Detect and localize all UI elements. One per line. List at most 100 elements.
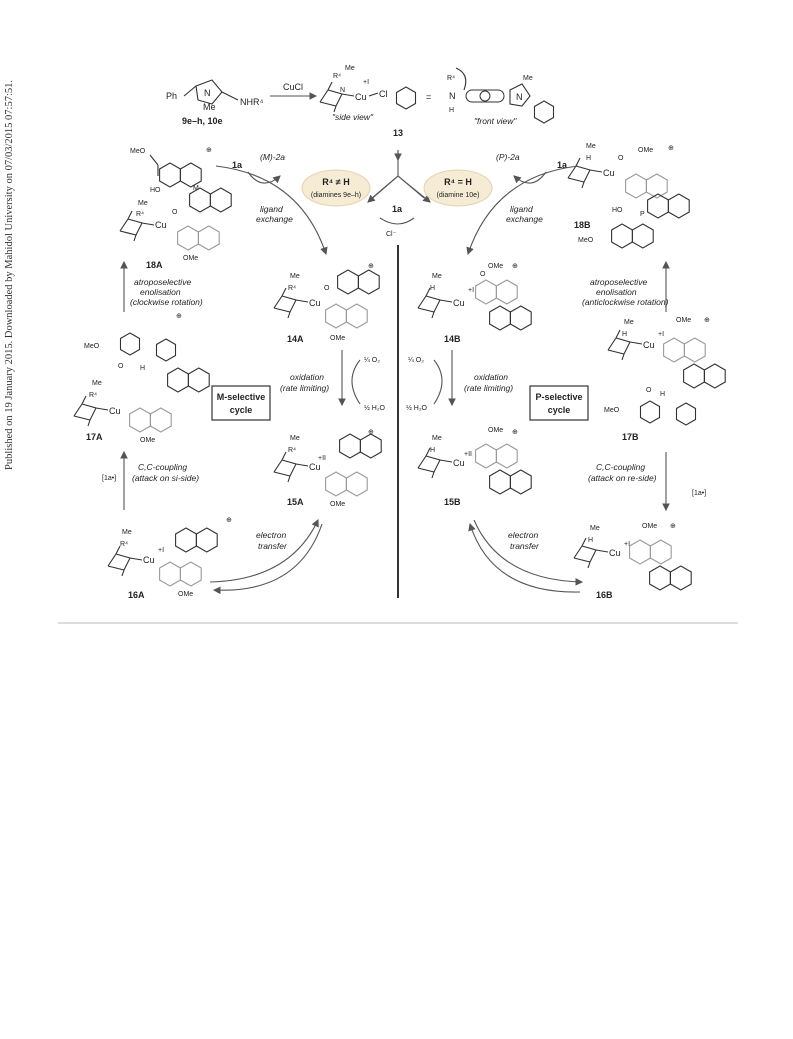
cu-label: Cu	[609, 548, 621, 558]
p-cycle-subtitle: cycle	[548, 405, 571, 415]
charge: ⊕	[368, 429, 374, 436]
r4-label: R⁴	[136, 211, 144, 218]
ho-label: HO	[612, 207, 623, 214]
equals-sign: =	[426, 92, 431, 102]
intermediate-17A: MeO ⊕ O H Me R⁴ Cu OMe 17A	[73, 313, 210, 444]
h-label: H	[588, 537, 593, 544]
axis-label: M	[193, 185, 199, 192]
ho-label: HO	[150, 187, 161, 194]
catalytic-cycle-scheme: Ph N Me NHR⁴ 9e–h, 10e CuCl R⁴ Me N Cu +…	[73, 65, 726, 600]
h-label: H	[660, 391, 665, 398]
et-label-1: electron	[508, 530, 539, 540]
meo-label: MeO	[84, 343, 100, 350]
o-label: O	[172, 209, 178, 216]
nhr-label: NHR⁴	[240, 97, 263, 107]
me-label: Me	[345, 65, 355, 72]
charge: ⊕	[206, 147, 212, 154]
r4-label: R⁴	[447, 75, 455, 82]
me-label: Me	[122, 529, 132, 536]
o-label: O	[118, 363, 124, 370]
me-label: Me	[624, 319, 634, 326]
me-label: Me	[586, 143, 596, 150]
et-label-2: transfer	[258, 541, 288, 551]
left-cycle: MeO HO M ⊕ Me R⁴ Cu O OMe 18A 1a (M)-2a …	[73, 147, 386, 600]
enol-label-1: atroposelective	[590, 277, 647, 287]
et-label-1: electron	[256, 530, 287, 540]
n-label: N	[516, 92, 523, 102]
h-label: H	[140, 365, 145, 372]
cu-label: Cu	[309, 298, 321, 308]
n-label: N	[204, 88, 211, 98]
intermediate-16A: Me R⁴ Cu +I ⊕ OMe 16A	[107, 517, 232, 600]
o-label: O	[480, 271, 486, 278]
cc-label-2: (attack on re-side)	[588, 473, 657, 483]
me-label: Me	[432, 435, 442, 442]
r4-label: R⁴	[89, 392, 97, 399]
cc-label-2: (attack on si-side)	[132, 473, 199, 483]
cu-label: Cu	[643, 340, 655, 350]
cc-label-1: C,C-coupling	[596, 462, 645, 472]
m-cycle-subtitle: cycle	[230, 405, 253, 415]
label-15B: 15B	[444, 497, 461, 507]
reactant-label: 9e–h, 10e	[182, 116, 223, 126]
ome-label: OMe	[642, 523, 657, 530]
r4-label: R⁴	[333, 73, 341, 80]
et-label-2: transfer	[510, 541, 540, 551]
h2o-label: ½ H₂O	[406, 404, 428, 412]
h-label: H	[586, 155, 591, 162]
cc-label-1: C,C-coupling	[138, 462, 187, 472]
me-label: Me	[590, 525, 600, 532]
ox-label-1: oxidation	[290, 372, 324, 382]
enol-label-2: enolisation	[596, 287, 637, 297]
right-bubble-bottom: (diamine 10e)	[437, 192, 480, 199]
left-bubble: R⁴ ≠ H (diamines 9e–h)	[301, 169, 371, 207]
cu-label: Cu	[603, 168, 615, 178]
p-cycle-box	[529, 385, 589, 421]
phenyl-label: Ph	[166, 91, 177, 101]
meo-label: MeO	[130, 148, 146, 155]
ome-label: OMe	[638, 147, 653, 154]
ome-label: OMe	[183, 255, 198, 262]
chloride-label: Cl⁻	[386, 231, 397, 238]
caption-divider	[58, 622, 738, 624]
left-out-2a: (M)-2a	[260, 152, 285, 162]
front-view-label: "front view"	[474, 116, 517, 126]
label-15A: 15A	[287, 497, 304, 507]
left-bubble-top: R⁴ ≠ H	[322, 177, 349, 187]
complex-13-front-view: R⁴ N H N Me "front view"	[447, 67, 555, 126]
label-14A: 14A	[287, 334, 304, 344]
enol-label-1: atroposelective	[134, 277, 191, 287]
m-cycle-box	[211, 385, 271, 421]
oxidation-state: +I	[624, 541, 630, 548]
label-18A: 18A	[146, 260, 163, 270]
intermediate-14B: Me H Cu +I O OMe ⊕ 14B	[417, 263, 532, 344]
oxidation-state: +II	[318, 455, 326, 462]
enol-label-3: (anticlockwise rotation)	[582, 297, 669, 307]
charge: ⊕	[226, 517, 232, 524]
cl-label: Cl	[379, 89, 388, 99]
h-label: H	[430, 447, 435, 454]
intermediate-15B: Me H Cu +II OMe ⊕ 15B	[417, 427, 532, 507]
charge: ⊕	[704, 317, 710, 324]
oxidation-state: +II	[464, 451, 472, 458]
o2-label: ¼ O₂	[364, 357, 380, 364]
left-bubble-bottom: (diamines 9e–h)	[311, 192, 361, 199]
o-label: O	[646, 387, 652, 394]
oxidation-state: +I	[363, 79, 369, 86]
left-in-1a: 1a	[232, 160, 243, 170]
me-label: Me	[432, 273, 442, 280]
enol-label-2: enolisation	[140, 287, 181, 297]
oxidation-state: +I	[658, 331, 664, 338]
n-label: N	[449, 91, 456, 101]
charge: ⊕	[670, 523, 676, 530]
me-label: Me	[290, 435, 300, 442]
oxidation-state: +I	[468, 287, 474, 294]
o-label: O	[324, 285, 330, 292]
ligand-exchange-2: exchange	[256, 214, 293, 224]
axis-label: P	[640, 211, 645, 218]
ligand-exchange-1: ligand	[260, 204, 283, 214]
cu-label: Cu	[309, 462, 321, 472]
cu-label: Cu	[109, 406, 121, 416]
right-bubble-top: R⁴ = H	[444, 177, 472, 187]
charge: ⊕	[512, 429, 518, 436]
